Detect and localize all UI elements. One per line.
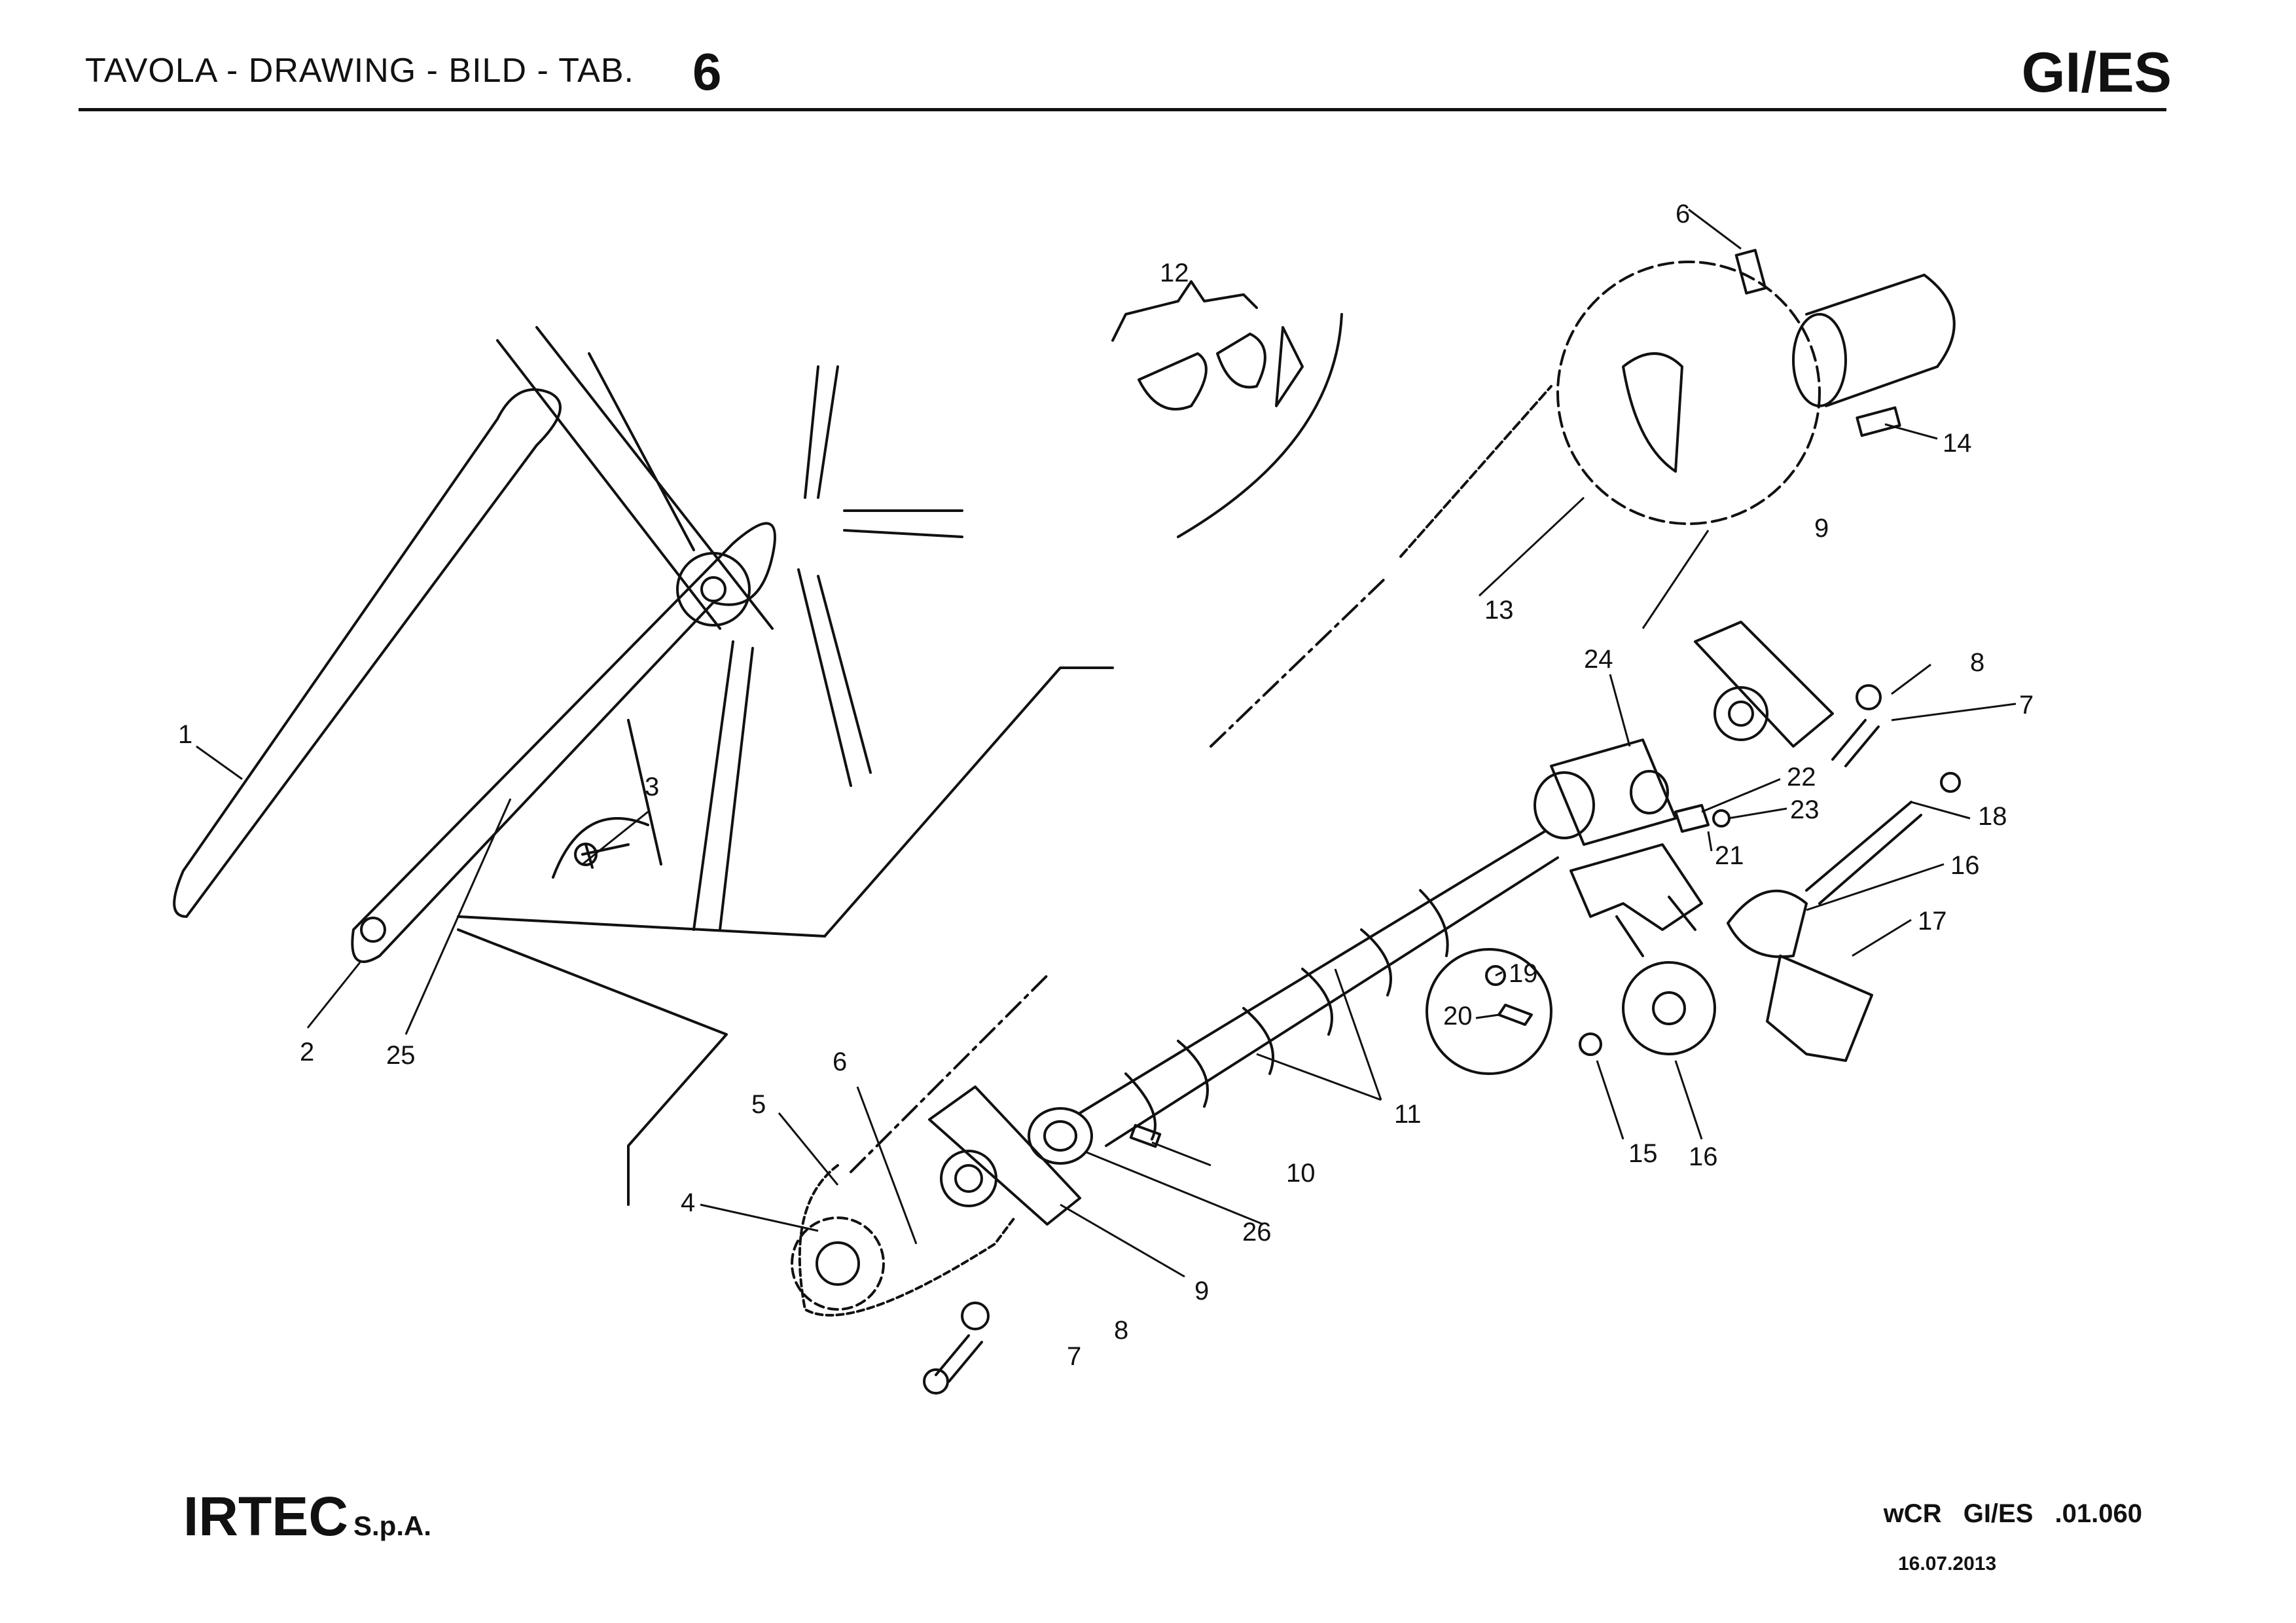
frame-lines [496,326,963,931]
callout-7-lower: 7 [1067,1342,1081,1371]
callout-8-lower: 8 [1114,1316,1128,1345]
bracket-19 [1570,843,1703,957]
chain-cover [173,388,562,918]
code-part-3: .01.060 [2054,1499,2142,1528]
key-10 [1129,1123,1162,1148]
callout-23: 23 [1790,795,1820,824]
auger-shaft [1079,830,1559,1147]
chain-housing [351,522,776,963]
code-part-1: wCR [1883,1499,1942,1528]
callout-16-upper: 16 [1950,851,1980,880]
company-suffix: S.p.A. [353,1510,432,1541]
clip-15 [1579,1032,1602,1056]
header-title: TAVOLA - DRAWING - BILD - TAB. [85,52,634,90]
callout-14: 14 [1943,429,1972,458]
frame-outline [457,666,1114,1206]
detail-circle [1426,948,1552,1075]
callout-13: 13 [1484,596,1514,625]
document-date: 16.07.2013 [1898,1553,1997,1575]
caster-17 [1766,955,1873,1062]
callout-9-lower: 9 [1194,1277,1209,1305]
callout-25: 25 [386,1041,416,1070]
pin-18 [1805,801,1922,905]
callout-4: 4 [681,1188,695,1217]
callout-19: 19 [1509,959,1538,988]
callout-26: 26 [1242,1218,1272,1247]
chain-12 [1399,385,1552,558]
callout-22: 22 [1787,763,1816,792]
callout-6-upper: 6 [1676,200,1690,228]
callout-labels: 1 2 25 3 5 6 4 9 8 7 10 26 11 12 6 13 14… [178,200,2034,1371]
model-code: GI/ES [2021,41,2172,104]
callout-15: 15 [1628,1139,1658,1168]
callout-12: 12 [1160,259,1189,287]
cap-16 [1727,889,1808,958]
bearing-lower [928,1085,1081,1226]
callout-10: 10 [1286,1159,1316,1188]
callout-24: 24 [1584,645,1613,674]
callout-2: 2 [300,1038,314,1067]
shaft-end [1805,274,1956,407]
sprocket-13 [1556,261,1821,525]
callout-1: 1 [178,720,192,749]
washer-8 [961,1302,990,1330]
callout-21: 21 [1715,841,1744,870]
company-label: IRTEC [183,1486,348,1547]
bolt-7 [935,1334,983,1383]
collar-26 [1028,1107,1093,1165]
callout-5: 5 [751,1090,766,1119]
callout-9-upper: 9 [1814,514,1829,543]
key-14 [1856,406,1901,437]
callout-17: 17 [1918,907,1947,936]
callout-16-lower: 16 [1689,1142,1718,1171]
callout-3: 3 [645,773,659,801]
callout-8-upper: 8 [1970,648,1984,677]
callout-6-lower: 6 [833,1048,847,1076]
housing-24 [1550,739,1677,846]
header-divider [79,108,2166,111]
sprocket-4 [791,1216,885,1311]
bearing-upper [1694,621,1834,748]
callout-18: 18 [1978,802,2007,831]
chain-5 [798,1164,1016,1317]
callout-20: 20 [1443,1002,1473,1030]
wheel-16 [1622,961,1716,1055]
callout-7-upper: 7 [2019,691,2034,720]
document-code: wCR GI/ES .01.060 [1884,1499,2142,1529]
table-number: 6 [692,43,722,101]
code-part-2: GI/ES [1963,1499,2034,1528]
callout-11: 11 [1394,1100,1422,1129]
